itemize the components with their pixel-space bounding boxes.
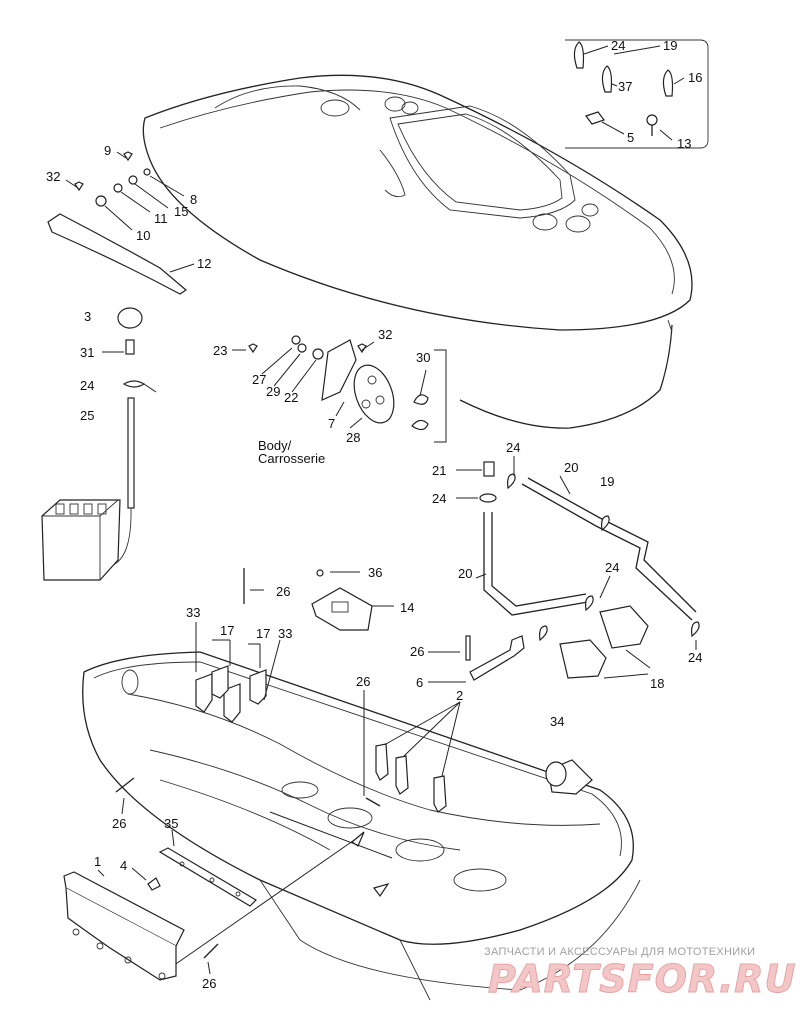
callout-numbers: 24 19 37 16 5 13 9 32 8 15 11 10 12 3 31… xyxy=(46,38,702,991)
callout-12: 12 xyxy=(197,256,211,271)
rail-bracket xyxy=(47,151,195,295)
callout-33: 33 xyxy=(186,605,200,620)
callout-20: 20 xyxy=(564,460,578,475)
callout-32: 32 xyxy=(46,169,60,184)
callout-11: 11 xyxy=(154,211,168,226)
callout-22: 22 xyxy=(284,390,298,405)
callout-15: 15 xyxy=(174,204,188,219)
callout-1: 1 xyxy=(94,854,101,869)
callout-19: 19 xyxy=(600,474,614,489)
callout-24: 24 xyxy=(432,491,446,506)
callout-35: 35 xyxy=(164,816,178,831)
watermark-brand: PARTSFOR.RU xyxy=(488,957,796,1001)
watermark-tagline: ЗАПЧАСТИ И АКСЕССУАРЫ ДЛЯ МОТОТЕХНИКИ xyxy=(484,946,755,958)
callout-24: 24 xyxy=(506,440,520,455)
callout-8: 8 xyxy=(190,192,197,207)
watermark: ЗАПЧАСТИ И АКСЕССУАРЫ ДЛЯ МОТОТЕХНИКИ PA… xyxy=(484,946,796,1002)
callout-25: 25 xyxy=(80,408,94,423)
inset-fasteners-box xyxy=(565,39,709,149)
callout-5: 5 xyxy=(627,130,634,145)
rear-rails xyxy=(63,829,257,981)
callout-24: 24 xyxy=(688,650,702,665)
callout-9: 9 xyxy=(104,143,111,158)
callout-16: 16 xyxy=(688,70,702,85)
callout-26: 26 xyxy=(202,976,216,991)
hull xyxy=(82,568,641,1001)
vent-hose-group xyxy=(428,456,700,683)
callout-26: 26 xyxy=(112,816,126,831)
callout-6: 6 xyxy=(416,675,423,690)
callout-17: 17 xyxy=(220,623,234,638)
callout-36: 36 xyxy=(368,565,382,580)
callout-20: 20 xyxy=(458,566,472,581)
callout-7: 7 xyxy=(328,416,335,431)
callout-26: 26 xyxy=(356,674,370,689)
callout-34: 34 xyxy=(550,714,564,729)
callout-24: 24 xyxy=(611,38,625,53)
body-label-line1: Body/ xyxy=(258,438,292,453)
callout-31: 31 xyxy=(80,345,94,360)
callout-17: 17 xyxy=(256,626,270,641)
callout-27: 27 xyxy=(252,372,266,387)
callout-26: 26 xyxy=(276,584,290,599)
callout-23: 23 xyxy=(213,343,227,358)
callout-24: 24 xyxy=(605,560,619,575)
callout-37: 37 xyxy=(618,79,632,94)
callout-13: 13 xyxy=(677,136,691,151)
callout-28: 28 xyxy=(346,430,360,445)
callout-19: 19 xyxy=(663,38,677,53)
callout-2: 2 xyxy=(456,688,463,703)
callout-18: 18 xyxy=(650,676,664,691)
callout-4: 4 xyxy=(120,858,127,873)
callout-29: 29 xyxy=(266,384,280,399)
callout-32: 32 xyxy=(378,327,392,342)
deck-body xyxy=(142,74,693,429)
callout-21: 21 xyxy=(432,463,446,478)
battery-group xyxy=(41,307,157,581)
callout-33: 33 xyxy=(278,626,292,641)
callout-3: 3 xyxy=(84,309,91,324)
body-label-line2: Carrosserie xyxy=(258,451,325,466)
callout-24: 24 xyxy=(80,378,94,393)
callout-26: 26 xyxy=(410,644,424,659)
fuel-cap-group xyxy=(232,335,447,443)
callout-30: 30 xyxy=(416,350,430,365)
callout-10: 10 xyxy=(136,228,150,243)
callout-14: 14 xyxy=(400,600,414,615)
